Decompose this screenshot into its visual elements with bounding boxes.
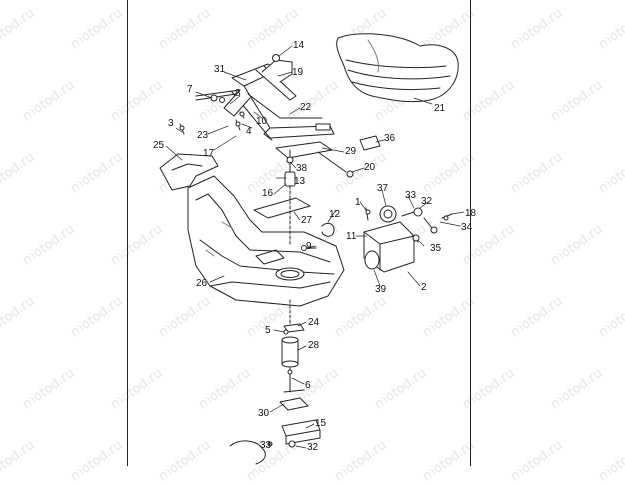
callout-33a: 33 bbox=[405, 190, 417, 201]
callout-11: 11 bbox=[346, 231, 357, 242]
callout-6: 6 bbox=[305, 380, 311, 391]
callout-4: 4 bbox=[246, 126, 252, 137]
callout-28: 28 bbox=[308, 340, 320, 351]
exploded-parts-drawing bbox=[159, 33, 465, 465]
callout-26: 26 bbox=[196, 278, 208, 289]
callout-24: 24 bbox=[308, 317, 320, 328]
callout-33b: 33 bbox=[260, 440, 272, 451]
callout-32a: 32 bbox=[421, 196, 433, 207]
callout-37: 37 bbox=[377, 183, 389, 194]
callout-27: 27 bbox=[301, 215, 313, 226]
seat-frame-part bbox=[179, 54, 335, 141]
callout-23: 23 bbox=[197, 130, 209, 141]
callout-1: 1 bbox=[355, 197, 361, 208]
callout-12: 12 bbox=[329, 209, 341, 220]
callout-13: 13 bbox=[294, 176, 306, 187]
callout-25: 25 bbox=[153, 140, 165, 151]
callout-16: 16 bbox=[262, 188, 274, 199]
diagram-frame bbox=[127, 0, 471, 466]
bracket-mount-part bbox=[275, 141, 354, 187]
callout-35: 35 bbox=[430, 243, 442, 254]
callout-15: 15 bbox=[315, 418, 327, 429]
switch-housing-part bbox=[301, 205, 453, 273]
callout-14: 14 bbox=[293, 40, 305, 51]
lower-mount-part bbox=[229, 185, 321, 465]
callout-8: 8 bbox=[235, 88, 241, 99]
seat-part bbox=[336, 33, 459, 103]
callout-18: 18 bbox=[465, 208, 477, 219]
callout-17: 17 bbox=[203, 148, 215, 159]
callout-32b: 32 bbox=[307, 442, 319, 453]
callout-7: 7 bbox=[187, 84, 193, 95]
callout-38: 38 bbox=[296, 163, 308, 174]
plate-part bbox=[359, 135, 381, 151]
callout-5: 5 bbox=[265, 325, 271, 336]
callout-22: 22 bbox=[300, 102, 312, 113]
callout-19: 19 bbox=[292, 67, 304, 78]
callout-36: 36 bbox=[384, 133, 396, 144]
callout-9: 9 bbox=[306, 241, 312, 252]
rear-cover-part bbox=[159, 153, 219, 191]
callout-3: 3 bbox=[168, 118, 174, 129]
callout-21: 21 bbox=[434, 103, 446, 114]
callout-10: 10 bbox=[256, 116, 268, 127]
callout-2: 2 bbox=[421, 282, 427, 293]
callout-31: 31 bbox=[214, 64, 226, 75]
main-body-part bbox=[187, 175, 345, 307]
callout-30: 30 bbox=[258, 408, 270, 419]
leader-lines bbox=[165, 45, 465, 449]
callout-39: 39 bbox=[375, 284, 387, 295]
callout-29: 29 bbox=[345, 146, 357, 157]
callout-20: 20 bbox=[364, 162, 376, 173]
callout-34: 34 bbox=[461, 222, 473, 233]
